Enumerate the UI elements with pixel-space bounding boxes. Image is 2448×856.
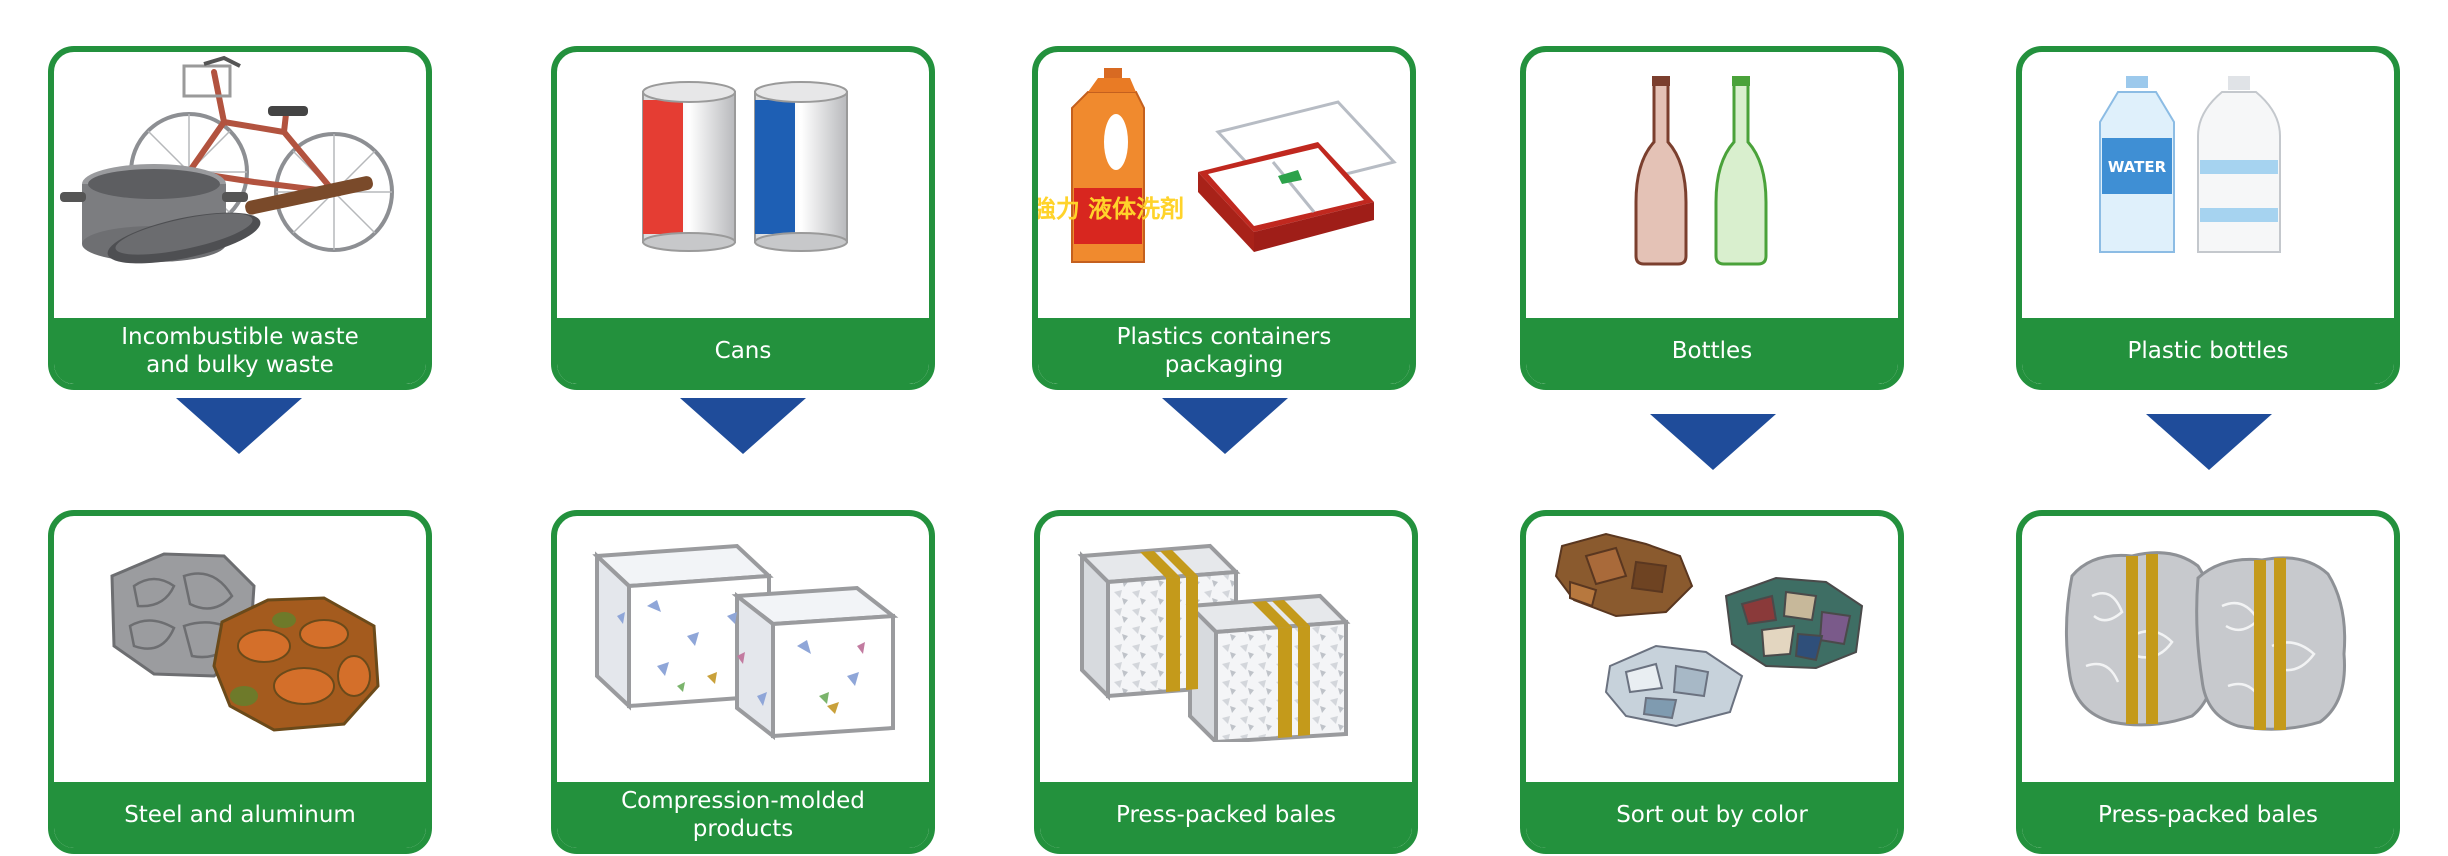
result-label: Press-packed bales xyxy=(2022,782,2394,848)
bicycle-pot-pan-icon xyxy=(54,52,426,278)
source-card-bottles: Bottles xyxy=(1520,46,1904,390)
cans-icon xyxy=(557,52,929,278)
source-label: Plastic bottles xyxy=(2022,318,2394,384)
result-card-press-packed-1: Press-packed bales xyxy=(1034,510,1418,854)
product-text: 強力 液体洗剤 xyxy=(1038,195,1184,223)
source-card-incombustible: Incombustible waste and bulky waste xyxy=(48,46,432,390)
result-label: Sort out by color xyxy=(1526,782,1898,848)
detergent-tray-icon: 強力 液体洗剤 xyxy=(1038,52,1410,278)
molded-blocks-icon xyxy=(557,516,929,742)
metal-scrap-icon xyxy=(54,516,426,742)
source-label: Plastics containers packaging xyxy=(1038,318,1410,384)
result-label: Compression-molded products xyxy=(557,782,929,848)
down-arrow-icon xyxy=(2146,414,2272,470)
glass-bottles-icon xyxy=(1526,52,1898,278)
result-label: Steel and aluminum xyxy=(54,782,426,848)
down-arrow-icon xyxy=(1650,414,1776,470)
packed-bales-icon xyxy=(1040,516,1412,742)
result-card-press-packed-2: Press-packed bales xyxy=(2016,510,2400,854)
source-label: Bottles xyxy=(1526,318,1898,384)
pet-bales-icon xyxy=(2022,516,2394,742)
source-card-plastics-containers: 強力 液体洗剤 Plastics containers packaging xyxy=(1032,46,1416,390)
source-label: Cans xyxy=(557,318,929,384)
source-card-plastic-bottles: WATER Plastic bottles xyxy=(2016,46,2400,390)
result-card-sort-by-color: Sort out by color xyxy=(1520,510,1904,854)
result-card-compression-molded: Compression-molded products xyxy=(551,510,935,854)
product-text: WATER xyxy=(2108,158,2167,176)
source-card-cans: Cans xyxy=(551,46,935,390)
down-arrow-icon xyxy=(176,398,302,454)
result-label: Press-packed bales xyxy=(1040,782,1412,848)
pet-bottles-icon: WATER xyxy=(2022,52,2394,278)
down-arrow-icon xyxy=(680,398,806,454)
source-label: Incombustible waste and bulky waste xyxy=(54,318,426,384)
cullet-by-color-icon xyxy=(1526,516,1898,742)
down-arrow-icon xyxy=(1162,398,1288,454)
result-card-steel-aluminum: Steel and aluminum xyxy=(48,510,432,854)
